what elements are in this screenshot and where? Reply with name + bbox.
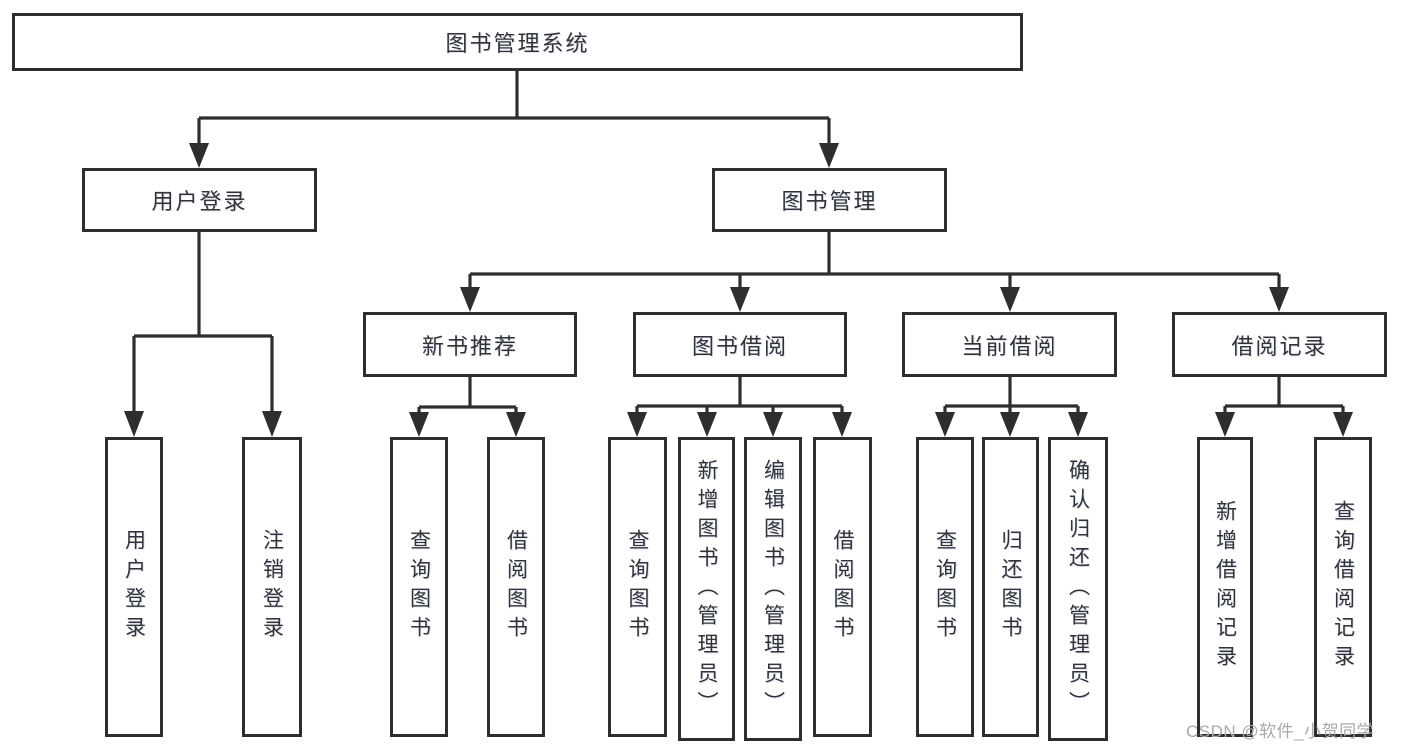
connector-new-book-to-leaves [409, 377, 526, 437]
connector-book-borrow-to-leaves [627, 377, 852, 437]
leaf-add-book-admin: 新增图书（管理员） [678, 437, 735, 741]
leaf-query-books-current-label: 查询图书 [933, 529, 957, 645]
leaf-borrow-books-borrowing: 借阅图书 [813, 437, 872, 737]
leaf-query-books-current: 查询图书 [916, 437, 974, 737]
leaf-return-books: 归还图书 [982, 437, 1039, 737]
leaf-query-books-recommend-label: 查询图书 [407, 529, 431, 645]
leaf-borrow-books-recommend: 借阅图书 [487, 437, 545, 737]
node-current-borrowing: 当前借阅 [902, 312, 1117, 377]
leaf-query-borrow-record-label: 查询借阅记录 [1331, 500, 1355, 674]
node-book-borrowing: 图书借阅 [633, 312, 847, 377]
connector-user-login-to-leaves [124, 232, 282, 437]
leaf-edit-book-admin-label: 编辑图书（管理员） [761, 458, 785, 720]
leaf-add-book-admin-label: 新增图书（管理员） [695, 458, 718, 720]
watermark: CSDN @软件_小贺同学 [1186, 722, 1375, 741]
connector-book-mgmt-to-groups [460, 232, 1289, 312]
node-book-management: 图书管理 [712, 168, 947, 232]
connector-root-to-branches [189, 71, 839, 168]
leaf-query-books-recommend: 查询图书 [390, 437, 448, 737]
leaf-query-books-borrowing-label: 查询图书 [626, 529, 649, 645]
leaf-logout-label: 注销登录 [260, 529, 284, 645]
node-user-login: 用户登录 [82, 168, 317, 232]
leaf-logout: 注销登录 [242, 437, 302, 737]
node-library-system: 图书管理系统 [12, 13, 1023, 71]
leaf-user-login: 用户登录 [105, 437, 163, 737]
leaf-user-login-label: 用户登录 [122, 529, 146, 645]
leaf-confirm-return-admin-label: 确认归还（管理员） [1066, 458, 1090, 720]
connector-current-borrow-to-leaves [935, 377, 1088, 437]
leaf-add-borrow-record-label: 新增借阅记录 [1213, 500, 1237, 674]
leaf-edit-book-admin: 编辑图书（管理员） [744, 437, 802, 741]
leaf-borrow-books-borrowing-label: 借阅图书 [831, 529, 854, 645]
leaf-add-borrow-record: 新增借阅记录 [1197, 437, 1253, 737]
leaf-return-books-label: 归还图书 [999, 529, 1022, 645]
connector-borrow-record-to-leaves [1215, 377, 1353, 437]
node-borrowing-records: 借阅记录 [1172, 312, 1387, 377]
leaf-borrow-books-recommend-label: 借阅图书 [504, 529, 528, 645]
node-new-book-recommend: 新书推荐 [363, 312, 577, 377]
leaf-confirm-return-admin: 确认归还（管理员） [1048, 437, 1108, 741]
leaf-query-books-borrowing: 查询图书 [608, 437, 667, 737]
leaf-query-borrow-record: 查询借阅记录 [1314, 437, 1372, 737]
